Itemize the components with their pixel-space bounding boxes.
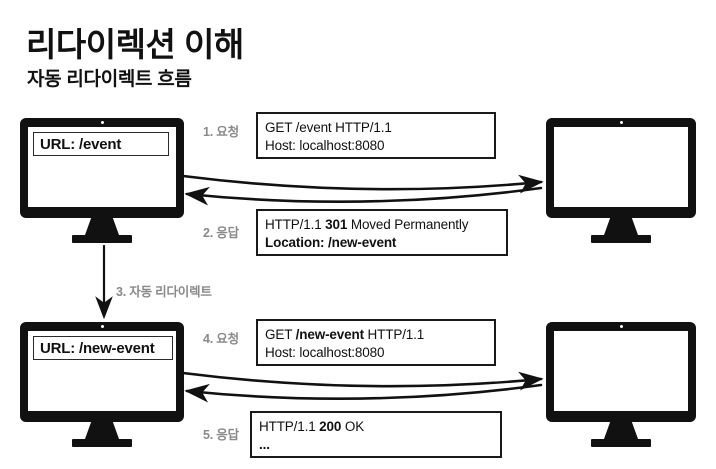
arrow-request-2 [181, 371, 544, 391]
webcam-dot [619, 121, 623, 124]
monitor-base [591, 439, 651, 447]
page-title: 리다이렉션 이해 [26, 26, 244, 63]
message-text-emphasis: /new-event [295, 327, 364, 342]
message-box-request-2: GET /new-event HTTP/1.1 Host: localhost:… [256, 319, 496, 366]
address-bar-bottom[interactable]: URL: /new-event [33, 336, 173, 360]
message-text-emphasis: 200 [319, 419, 342, 434]
webcam-dot [100, 121, 104, 124]
message-line-1: HTTP/1.1 200 OK [259, 418, 493, 436]
message-text-post: HTTP/1.1 [363, 327, 425, 342]
message-text-pre: GET /event HTTP/1.1 [265, 120, 392, 135]
message-box-response-1: HTTP/1.1 301 Moved Permanently Location:… [256, 209, 508, 256]
message-box-request-1: GET /event HTTP/1.1 Host: localhost:8080 [256, 112, 496, 159]
message-text-post: OK [341, 419, 365, 434]
address-bar-text: URL: /event [40, 135, 122, 153]
monitor-neck [85, 218, 119, 235]
message-line-1: HTTP/1.1 301 Moved Permanently [265, 216, 499, 234]
monitor-base [72, 439, 132, 447]
monitor-base [72, 235, 132, 243]
message-line-1: GET /new-event HTTP/1.1 [265, 326, 487, 344]
monitor-screen [554, 127, 688, 207]
step-label-1: 1. 요청 [203, 125, 239, 139]
step-label-4: 4. 요청 [203, 332, 239, 346]
message-text-pre: HTTP/1.1 [259, 419, 320, 434]
step-label-5: 5. 응답 [203, 428, 239, 442]
address-bar-text: URL: /new-event [40, 339, 155, 357]
monitor-neck [85, 422, 119, 439]
message-text-pre: HTTP/1.1 [265, 217, 326, 232]
server-monitor-top [546, 118, 696, 246]
monitor-base [591, 235, 651, 243]
monitor-screen [554, 331, 688, 411]
client-monitor-top: URL: /event [20, 118, 184, 246]
monitor-screen: URL: /new-event [28, 331, 176, 411]
page-subtitle: 자동 리다이렉트 흐름 [27, 69, 192, 90]
message-text-pre: GET [265, 327, 296, 342]
message-line-2: ... [259, 437, 270, 452]
message-line-2: Location: /new-event [265, 235, 397, 250]
message-box-response-2: HTTP/1.1 200 OK ... [250, 411, 502, 458]
address-bar-top[interactable]: URL: /event [33, 132, 169, 156]
message-line-2: Host: localhost:8080 [265, 138, 385, 153]
step-label-2: 2. 응답 [203, 226, 239, 240]
message-line-2: Host: localhost:8080 [265, 345, 385, 360]
client-monitor-bottom: URL: /new-event [20, 322, 184, 450]
monitor-neck [604, 422, 638, 439]
webcam-dot [100, 325, 104, 328]
webcam-dot [619, 325, 623, 328]
message-line-1: GET /event HTTP/1.1 [265, 119, 487, 137]
message-text-emphasis: 301 [325, 217, 348, 232]
arrow-request-1 [181, 174, 544, 194]
message-text-post: Moved Permanently [347, 217, 469, 232]
monitor-neck [604, 218, 638, 235]
arrow-response-1 [184, 186, 543, 206]
server-monitor-bottom [546, 322, 696, 450]
arrow-response-2 [184, 383, 543, 403]
monitor-screen: URL: /event [28, 127, 176, 207]
step-label-3: 3. 자동 리다이렉트 [116, 285, 212, 299]
